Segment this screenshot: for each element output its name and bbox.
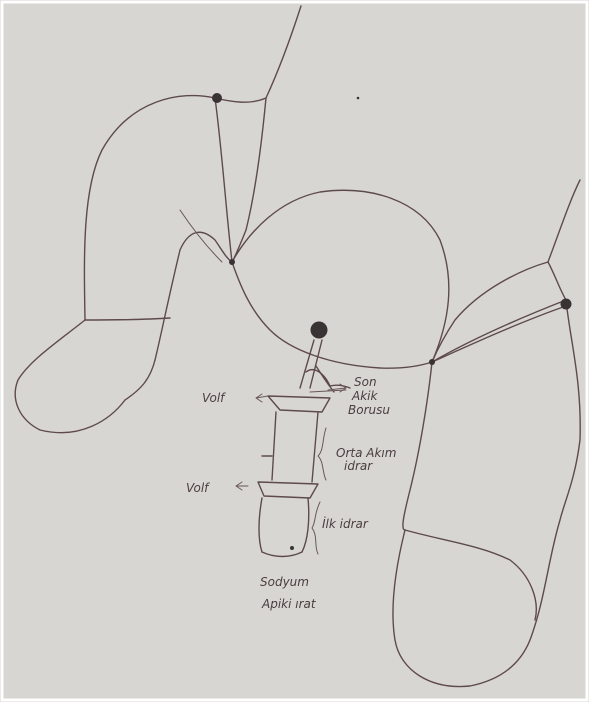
label-orta-1: Orta Akım [336,446,396,460]
cloaca-dot [311,322,328,339]
label-volf-top: Volf [202,391,226,405]
label-ilk-idrar: İlk idrar [322,516,369,531]
right-limb [393,180,580,687]
central-body [232,190,449,368]
label-orta-2: idrar [344,459,373,473]
left-limb [15,6,301,433]
label-volf-bottom: Volf [186,481,210,495]
stray-mark [357,97,360,100]
label-sodyum-2: Apiki ırat [261,597,317,611]
label-son-2: Akik [351,389,378,403]
joint-dot-left [229,259,235,265]
label-son-1: Son [354,375,377,389]
joint-dot-far-right [561,299,572,310]
joint-dot-top [212,93,222,103]
label-son-3: Borusu [348,403,390,417]
joint-dot-right [429,359,435,365]
label-sodyum-1: Sodyum [260,575,309,589]
apparatus-tip-dot [290,546,294,550]
